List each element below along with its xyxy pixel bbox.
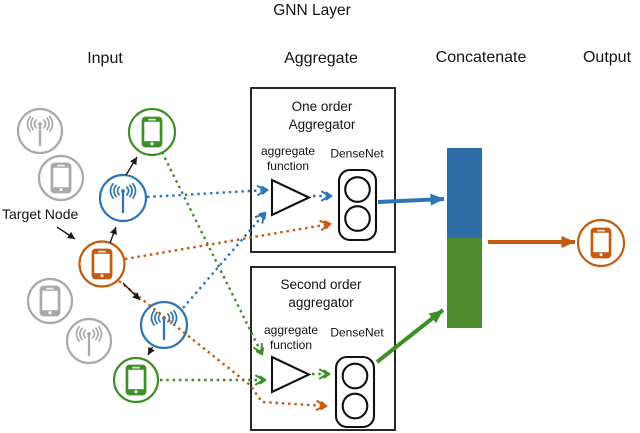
aggregate-function-triangle-2 bbox=[270, 355, 312, 394]
column-header-input: Input bbox=[87, 50, 123, 67]
densenet-block-1 bbox=[337, 168, 378, 242]
flow-target-to-densenet2 bbox=[118, 280, 326, 406]
densenet-block-2 bbox=[334, 355, 376, 429]
column-header-concatenate: Concatenate bbox=[435, 49, 527, 66]
aggregator2-fn-line2: function bbox=[269, 338, 313, 352]
smartphone-icon bbox=[91, 248, 113, 280]
target-label-arrow bbox=[56, 226, 76, 240]
arrow-blue1-to-green1 bbox=[125, 156, 138, 176]
aggregate-function-triangle-1 bbox=[270, 178, 312, 217]
aggregator2-fn-line1: aggregate bbox=[263, 323, 319, 337]
aggregator1-fn-line2: function bbox=[266, 159, 310, 173]
aggregator1-title-line2: Aggregator bbox=[288, 117, 356, 132]
smartphone-icon bbox=[50, 162, 72, 194]
neighbor-arrows bbox=[56, 156, 155, 356]
aggregator1-title: One order Aggregator bbox=[289, 98, 356, 134]
target-node-label: Target Node bbox=[2, 206, 79, 222]
aggregator2-title-line2: aggregator bbox=[288, 295, 354, 310]
node-gray-phone-2 bbox=[26, 277, 74, 325]
smartphone-icon bbox=[590, 227, 612, 259]
node-gray-antenna-2 bbox=[65, 317, 113, 365]
arrow-densenet1-to-concat bbox=[377, 193, 445, 206]
node-blue-antenna-1 bbox=[98, 173, 148, 223]
arrow-target-to-blue1 bbox=[109, 226, 117, 244]
concat-segment-green bbox=[447, 238, 482, 328]
aggregator1-densenet-label: DenseNet bbox=[330, 146, 384, 161]
aggregator2-title: Second order aggregator bbox=[280, 276, 361, 312]
smartphone-icon bbox=[141, 116, 163, 148]
column-header-aggregate: Aggregate bbox=[284, 50, 358, 67]
flow-blue1-to-aggregator bbox=[146, 190, 267, 199]
aggregator1-function-label: aggregate function bbox=[261, 144, 315, 174]
node-blue-antenna-2 bbox=[139, 300, 189, 350]
arrow-densenet2-to-concat bbox=[375, 308, 445, 364]
aggregator2-function-label: aggregate function bbox=[264, 323, 318, 353]
smartphone-icon bbox=[125, 364, 147, 396]
node-gray-phone-1 bbox=[37, 154, 85, 202]
column-header-output: Output bbox=[582, 49, 632, 66]
node-target-orange-phone bbox=[78, 240, 126, 288]
arrow-target-to-blue2 bbox=[122, 282, 141, 301]
aggregator1-title-line1: One order bbox=[291, 99, 353, 114]
aggregator2-title-line1: Second order bbox=[280, 277, 362, 292]
output-node bbox=[576, 218, 626, 268]
smartphone-icon bbox=[39, 285, 61, 317]
flow-blue2-to-aggregator bbox=[182, 213, 265, 309]
arrow-blue2-to-green2 bbox=[147, 346, 155, 356]
aggregator1-fn-line1: aggregate bbox=[260, 144, 316, 158]
concatenate-bar bbox=[447, 148, 482, 328]
concat-segment-blue bbox=[447, 148, 482, 238]
aggregator2-densenet-label: DenseNet bbox=[330, 325, 384, 340]
node-green-phone-1 bbox=[127, 107, 177, 157]
node-green-phone-2 bbox=[112, 356, 160, 404]
dotted-flow-lines bbox=[118, 151, 331, 406]
input-nodes bbox=[16, 107, 189, 404]
node-gray-antenna-1 bbox=[16, 107, 64, 155]
diagram-title: GNN Layer bbox=[273, 2, 351, 19]
